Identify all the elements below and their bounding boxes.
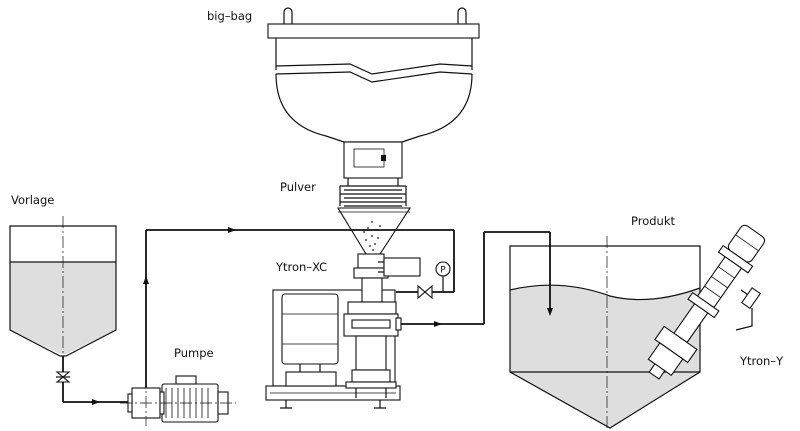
- pipes: [62, 229, 551, 403]
- label-vorlage: Vorlage: [11, 193, 55, 207]
- powder-funnel: [337, 207, 412, 255]
- pump: [120, 375, 236, 426]
- label-pulver: Pulver: [280, 180, 316, 194]
- label-big-bag: big–bag: [207, 9, 253, 23]
- pressure-gauge: [435, 261, 451, 277]
- ytron-xc-unit: [265, 253, 421, 409]
- ytron-y-support: [735, 308, 753, 331]
- big-bag-hopper: [267, 7, 480, 207]
- vorlage-outlet-valve: [55, 371, 71, 383]
- ytron-y-mixer: [647, 224, 766, 380]
- label-produkt: Produkt: [631, 214, 676, 228]
- label-ytron-xc: Ytron–XC: [276, 260, 328, 274]
- pressure-gauge-letter: P: [440, 266, 446, 276]
- flow-arrows: [92, 227, 553, 405]
- vorlage-tank: [9, 216, 117, 362]
- label-pumpe: Pumpe: [174, 346, 214, 360]
- recirculation-valve: [417, 284, 433, 300]
- label-ytron-y: Ytron–Y: [740, 354, 784, 368]
